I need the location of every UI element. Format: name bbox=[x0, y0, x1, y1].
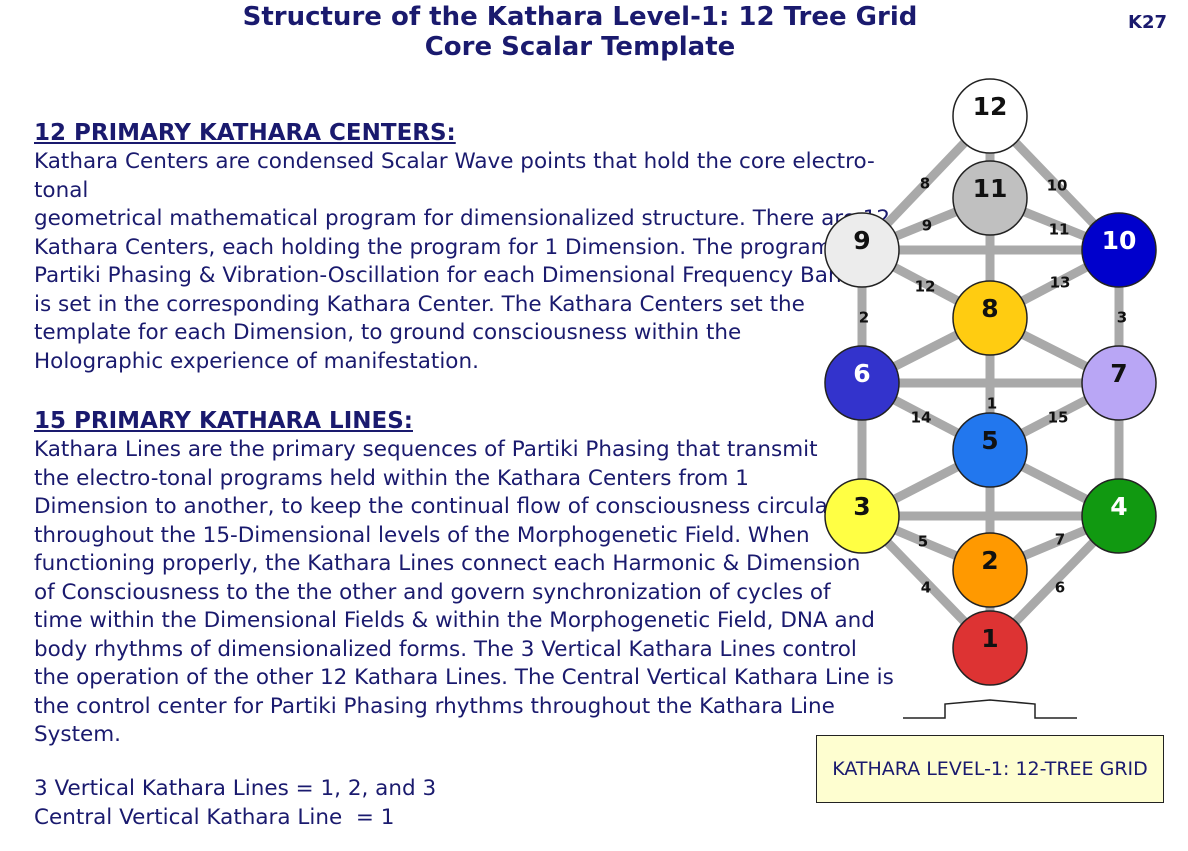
paragraph-line: tonal bbox=[34, 177, 89, 203]
center-circle bbox=[952, 610, 1028, 686]
text-column: 12 PRIMARY KATHARA CENTERS: Kathara Cent… bbox=[34, 118, 894, 750]
lines-paragraph: Kathara Lines are the primary sequences … bbox=[34, 436, 894, 750]
line-label: 4 bbox=[921, 579, 931, 597]
center-circle bbox=[952, 78, 1028, 154]
line-label: 10 bbox=[1047, 177, 1068, 195]
kathara-center-11: 11 bbox=[952, 160, 1028, 236]
paragraph-line: Dimension to another, to keep the contin… bbox=[34, 494, 870, 519]
page-title: Structure of the Kathara Level-1: 12 Tre… bbox=[200, 2, 960, 62]
line-label: 5 bbox=[918, 533, 928, 551]
center-label: 7 bbox=[1110, 359, 1127, 388]
line-label: 1 bbox=[987, 395, 997, 413]
kathara-center-2: 2 bbox=[952, 532, 1028, 608]
kathara-center-1: 1 bbox=[952, 610, 1028, 686]
center-circle bbox=[952, 280, 1028, 356]
paragraph-line: the control center for Partiki Phasing r… bbox=[34, 693, 835, 719]
paragraph-line: the electro-tonal programs held within t… bbox=[34, 465, 749, 491]
kathara-center-4: 4 bbox=[1081, 478, 1157, 554]
paragraph-line: Kathara Lines are the primary sequences … bbox=[34, 437, 818, 462]
paragraph-line: the operation of the other 12 Kathara Li… bbox=[34, 665, 894, 690]
center-label: 1 bbox=[981, 624, 998, 653]
kathara-center-10: 10 bbox=[1081, 212, 1157, 288]
callout-pointer bbox=[903, 699, 1077, 719]
center-circle bbox=[952, 160, 1028, 236]
paragraph-line: is set in the corresponding Kathara Cent… bbox=[34, 291, 805, 317]
center-label: 6 bbox=[853, 359, 870, 388]
line-label: 8 bbox=[920, 175, 930, 193]
line-label: 13 bbox=[1050, 274, 1071, 292]
line-label: 14 bbox=[911, 409, 932, 427]
center-circle bbox=[824, 212, 900, 288]
center-label: 5 bbox=[981, 426, 998, 455]
title-line-1: Structure of the Kathara Level-1: 12 Tre… bbox=[242, 2, 918, 32]
kathara-center-5: 5 bbox=[952, 412, 1028, 488]
kathara-center-3: 3 bbox=[824, 478, 900, 554]
paragraph-line: Holographic experience of manifestation. bbox=[34, 348, 479, 374]
grid-callout-box: KATHARA LEVEL-1: 12-TREE GRID bbox=[816, 735, 1164, 803]
paragraph-line: time within the Dimensional Fields & wit… bbox=[34, 608, 875, 633]
kathara-center-7: 7 bbox=[1081, 345, 1157, 421]
line-label: 9 bbox=[922, 217, 932, 235]
center-label: 4 bbox=[1110, 492, 1127, 521]
center-circle bbox=[824, 345, 900, 421]
paragraph-line: Kathara Centers are condensed Scalar Wav… bbox=[34, 149, 875, 174]
line-label: 11 bbox=[1049, 221, 1070, 239]
center-circle bbox=[1081, 478, 1157, 554]
slide-code: K27 bbox=[1128, 12, 1167, 33]
paragraph-line: System. bbox=[34, 722, 122, 747]
center-circle bbox=[952, 412, 1028, 488]
center-label: 9 bbox=[853, 226, 870, 255]
center-label: 3 bbox=[853, 492, 870, 521]
line-label: 3 bbox=[1117, 309, 1127, 327]
line-label: 2 bbox=[859, 309, 869, 327]
centers-paragraph: Kathara Centers are condensed Scalar Wav… bbox=[34, 148, 891, 376]
paragraph-line: template for each Dimension, to ground c… bbox=[34, 320, 742, 345]
kathara-center-6: 6 bbox=[824, 345, 900, 421]
line-label: 6 bbox=[1055, 579, 1065, 597]
center-label: 11 bbox=[973, 174, 1008, 203]
paragraph-line: throughout the 15-Dimensional levels of … bbox=[34, 522, 810, 548]
center-label: 12 bbox=[973, 92, 1008, 121]
kathara-center-8: 8 bbox=[952, 280, 1028, 356]
center-label: 10 bbox=[1102, 226, 1137, 255]
center-circle bbox=[824, 478, 900, 554]
center-circle bbox=[1081, 212, 1157, 288]
paragraph-line: body rhythms of dimensionalized forms. T… bbox=[34, 636, 857, 662]
kathara-center-12: 12 bbox=[952, 78, 1028, 154]
centers-heading: 12 PRIMARY KATHARA CENTERS: bbox=[34, 120, 456, 146]
kathara-center-9: 9 bbox=[824, 212, 900, 288]
center-label: 8 bbox=[981, 294, 998, 323]
paragraph-line: functioning properly, the Kathara Lines … bbox=[34, 551, 861, 576]
line-label: 7 bbox=[1055, 531, 1065, 549]
lines-heading: 15 PRIMARY KATHARA LINES: bbox=[34, 408, 413, 434]
center-label: 2 bbox=[981, 546, 998, 575]
center-circle bbox=[1081, 345, 1157, 421]
paragraph-line: of Consciousness to the the other and go… bbox=[34, 579, 831, 605]
central-line-fact: Central Vertical Kathara Line = 1 bbox=[34, 805, 395, 830]
vertical-lines-fact: 3 Vertical Kathara Lines = 1, 2, and 3 bbox=[34, 776, 437, 801]
facts-block: 3 Vertical Kathara Lines = 1, 2, and 3 C… bbox=[34, 774, 436, 832]
paragraph-line: geometrical mathematical program for dim… bbox=[34, 206, 891, 231]
line-label: 15 bbox=[1048, 409, 1069, 427]
paragraph-line: Partiki Phasing & Vibration-Oscillation … bbox=[34, 263, 856, 288]
paragraph-line: Kathara Centers, each holding the progra… bbox=[34, 234, 868, 260]
title-line-2: Core Scalar Template bbox=[424, 32, 736, 62]
line-label: 12 bbox=[915, 278, 936, 296]
center-circle bbox=[952, 532, 1028, 608]
